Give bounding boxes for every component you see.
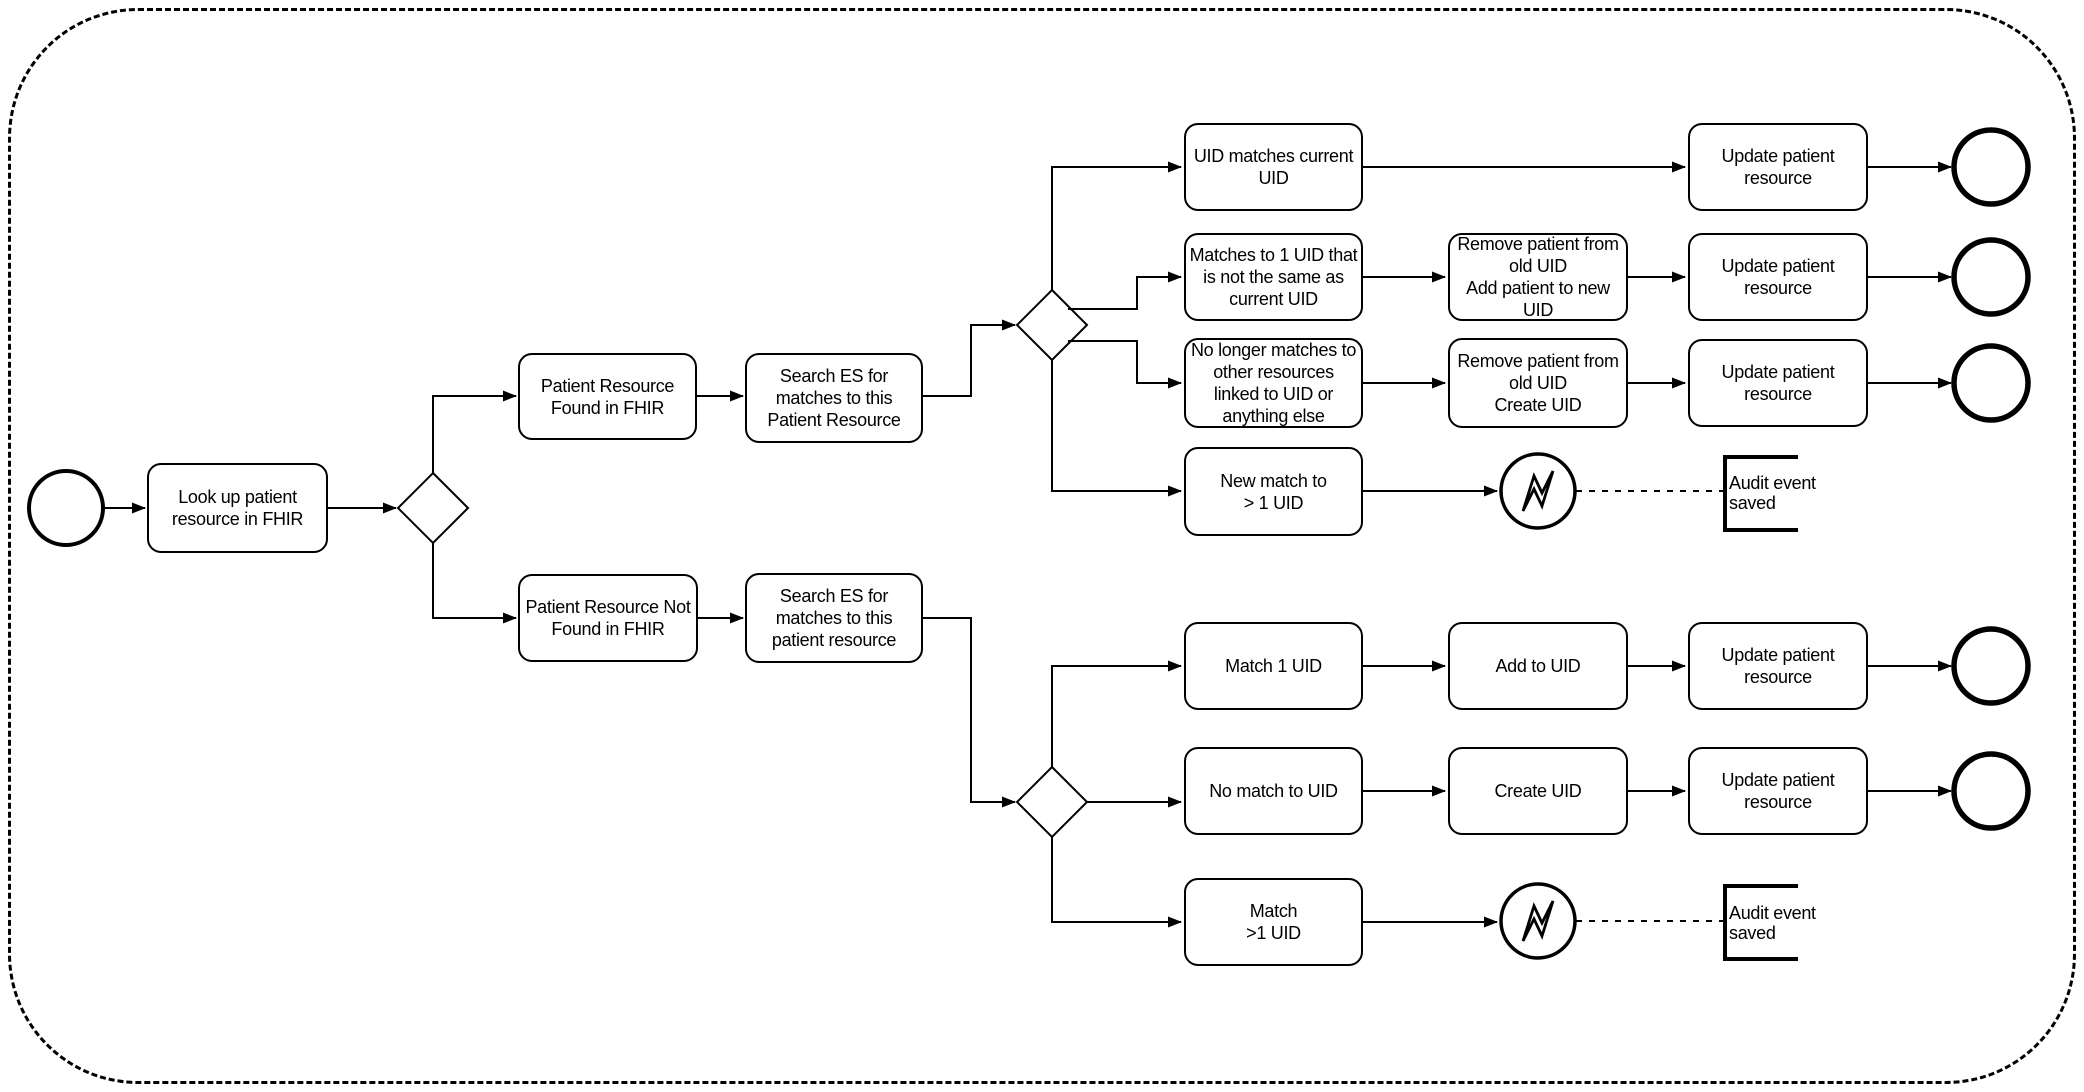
task-update-patient-5[interactable]: Update patient resource: [1688, 747, 1868, 835]
task-matches-other-uid[interactable]: Matches to 1 UID that is not the same as…: [1184, 233, 1363, 321]
task-update-patient-2[interactable]: Update patient resource: [1688, 233, 1868, 321]
task-label: Add to UID: [1495, 656, 1581, 676]
task-label: Update patient resource: [1721, 146, 1835, 188]
task-label: Patient Resource Not Found in FHIR: [525, 597, 691, 639]
end-event-circle-2[interactable]: [1951, 237, 2031, 317]
task-label: UID matches current UID: [1193, 146, 1354, 188]
lightning-bolt-icon: [1521, 470, 1555, 512]
task-patient-found[interactable]: Patient Resource Found in FHIR: [518, 353, 697, 440]
task-update-patient-3[interactable]: Update patient resource: [1688, 339, 1868, 427]
task-update-patient-1[interactable]: Update patient resource: [1688, 123, 1868, 211]
task-label: Update patient resource: [1721, 256, 1835, 298]
task-label: Update patient resource: [1721, 770, 1835, 812]
task-label: Look up patient resource in FHIR: [171, 487, 304, 529]
gateway-match-new-diamond[interactable]: [1015, 765, 1089, 839]
error-event-bottom[interactable]: [1499, 882, 1577, 960]
task-match-1-uid[interactable]: Match 1 UID: [1184, 622, 1363, 710]
task-label: Update patient resource: [1721, 362, 1835, 404]
task-label: Create UID: [1494, 781, 1582, 801]
task-label: New match to > 1 UID: [1220, 470, 1327, 513]
annotation-audit-event-top: Audit event saved: [1729, 473, 1816, 513]
task-create-uid[interactable]: Create UID: [1448, 747, 1628, 835]
annotation-bracket-bottom: [1723, 884, 1798, 961]
task-no-longer-matches[interactable]: No longer matches to other resources lin…: [1184, 338, 1363, 428]
end-event-circle-3[interactable]: [1951, 343, 2031, 423]
task-label: No longer matches to other resources lin…: [1190, 340, 1357, 426]
flow-search-to-gateway2: [923, 319, 1016, 397]
task-patient-not-found[interactable]: Patient Resource Not Found in FHIR: [518, 574, 698, 662]
task-label: Search ES for matches to this Patient Re…: [767, 366, 901, 430]
task-label: Update patient resource: [1721, 645, 1835, 687]
end-event-circle-5[interactable]: [1951, 751, 2031, 831]
end-event-circle-1[interactable]: [1951, 127, 2031, 207]
task-label: Remove patient from old UID Create UID: [1457, 351, 1619, 415]
task-label: Match 1 UID: [1225, 656, 1322, 676]
flow-gw3-to-match1: [1051, 660, 1182, 767]
task-label: Matches to 1 UID that is not the same as…: [1189, 245, 1358, 309]
task-label: No match to UID: [1209, 781, 1338, 801]
error-event-top[interactable]: [1499, 452, 1577, 530]
flow-gw2-to-new-match: [1051, 360, 1182, 497]
flow-gateway-to-notfound: [432, 543, 517, 624]
task-new-match-multi-uid[interactable]: New match to > 1 UID: [1184, 447, 1363, 536]
annotation-audit-event-bottom: Audit event saved: [1729, 903, 1816, 943]
task-no-match-uid[interactable]: No match to UID: [1184, 747, 1363, 835]
task-match-multi-uid[interactable]: Match >1 UID: [1184, 878, 1363, 966]
task-search-es-found[interactable]: Search ES for matches to this Patient Re…: [745, 353, 923, 443]
task-add-to-uid[interactable]: Add to UID: [1448, 622, 1628, 710]
gateway-match-found-diamond[interactable]: [1015, 288, 1089, 362]
task-remove-old-create-uid[interactable]: Remove patient from old UID Create UID: [1448, 338, 1628, 428]
flow-gw2-to-uid-matches: [1051, 161, 1182, 290]
error-event-top-circle: [1499, 452, 1577, 530]
flow-gateway-to-found: [432, 390, 517, 473]
task-label: Search ES for matches to this patient re…: [771, 586, 897, 650]
end-event-circle-4[interactable]: [1951, 626, 2031, 706]
flow-search-to-gateway3: [923, 617, 1016, 808]
task-label: Patient Resource Found in FHIR: [540, 375, 675, 418]
lightning-bolt-icon: [1521, 900, 1555, 942]
task-search-es-not-found[interactable]: Search ES for matches to this patient re…: [745, 573, 923, 663]
task-label: Remove patient from old UID Add patient …: [1457, 234, 1619, 320]
annotation-bracket-top: [1723, 455, 1798, 532]
start-event-circle[interactable]: [27, 469, 105, 547]
gateway-found-diamond[interactable]: [396, 471, 470, 545]
flow-gw2-to-matches-other: [1068, 271, 1182, 310]
task-label: Match >1 UID: [1246, 901, 1301, 943]
task-uid-matches-current[interactable]: UID matches current UID: [1184, 123, 1363, 211]
flow-gw2-to-no-longer: [1068, 340, 1182, 389]
task-lookup-patient[interactable]: Look up patient resource in FHIR: [147, 463, 328, 553]
task-remove-old-add-new-uid[interactable]: Remove patient from old UID Add patient …: [1448, 233, 1628, 321]
task-update-patient-4[interactable]: Update patient resource: [1688, 622, 1868, 710]
error-event-bottom-circle: [1499, 882, 1577, 960]
flow-gw3-to-match-multi: [1051, 837, 1182, 928]
